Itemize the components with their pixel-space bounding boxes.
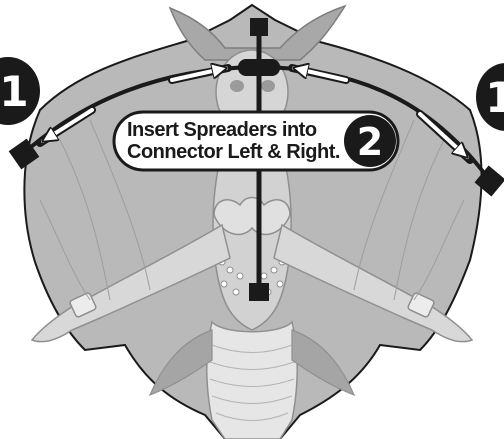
shell-top-shape: [214, 198, 290, 235]
instruction-text: Insert Spreaders into Connector Left & R…: [119, 114, 351, 168]
spreader-connector: [238, 59, 280, 76]
step-badge-center: 2: [344, 115, 396, 167]
left-eye-shape: [230, 80, 244, 92]
spine-top-cap: [250, 18, 268, 36]
step-badge-right-number: 1: [485, 73, 504, 122]
right-eye-shape: [261, 80, 275, 92]
step-badge-center-number: 2: [357, 120, 383, 164]
step-badge-left: 1: [0, 57, 40, 125]
instruction-line-1: Insert Spreaders into: [127, 119, 351, 141]
instruction-line-2: Connector Left & Right.: [127, 141, 351, 163]
tail-shape: [207, 322, 298, 439]
step-badge-left-number: 1: [0, 67, 29, 116]
step-badge-right: 1: [476, 63, 504, 131]
spine-bottom-cap: [249, 283, 269, 301]
